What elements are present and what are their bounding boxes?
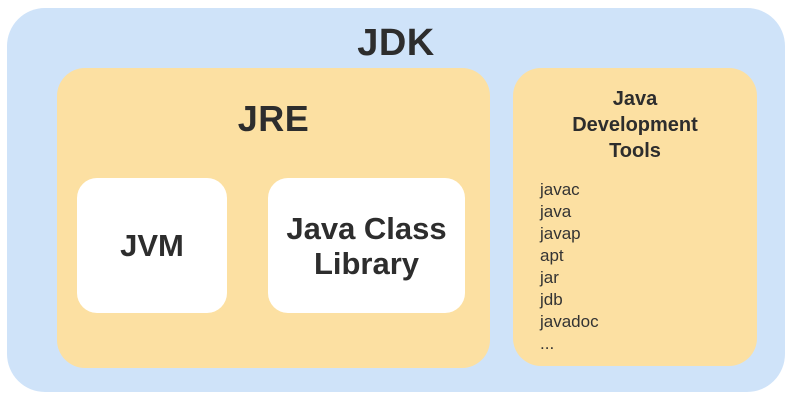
java-class-library-box: Java Class Library	[268, 178, 465, 313]
tool-item: javadoc	[540, 312, 599, 331]
tool-item: ...	[540, 334, 555, 353]
tool-item: javac	[540, 180, 580, 199]
tools-list: javac java javap apt jar jdb javadoc...	[513, 179, 757, 355]
jvm-label: JVM	[120, 228, 184, 263]
tool-item: apt	[540, 246, 564, 265]
jdk-label: JDK	[357, 22, 435, 64]
tool-item: javap	[540, 224, 581, 243]
jvm-box: JVM	[77, 178, 227, 313]
jre-label: JRE	[237, 98, 310, 139]
java-class-library-label: Java Class Library	[286, 210, 447, 281]
jdk-container: JDK JRE JVM Java Class Library Java Deve…	[7, 8, 785, 392]
tool-item: jdb	[540, 290, 563, 309]
jre-container: JRE JVM Java Class Library	[57, 68, 490, 368]
java-development-tools-container: Java Development Tools javac java javap apt…	[513, 68, 757, 366]
tool-item: java	[540, 202, 572, 221]
java-development-tools-label: Java Development Tools	[572, 88, 698, 162]
tool-item: jar	[540, 268, 559, 287]
